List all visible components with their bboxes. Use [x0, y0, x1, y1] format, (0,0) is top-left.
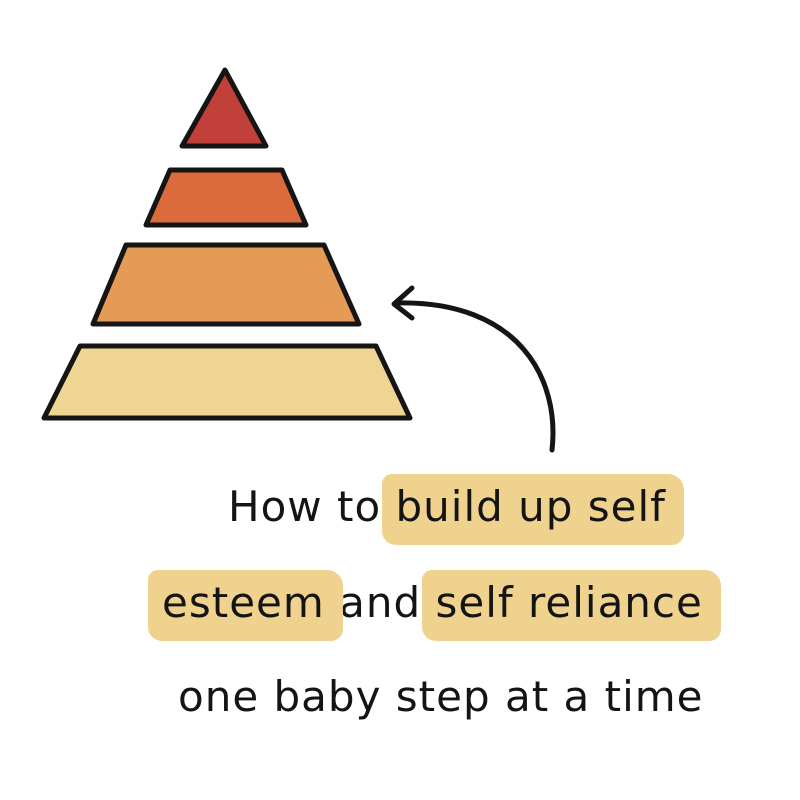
pyramid-tier-top [179, 67, 269, 149]
arrow-shaft [393, 300, 556, 453]
pyramid-tier-2 [143, 167, 309, 228]
arrow-head [391, 285, 415, 321]
pyramid-tier-3 [90, 242, 362, 327]
pyramid-tier-base [41, 343, 413, 421]
curved-arrow-icon [391, 285, 556, 453]
pyramid-icon [41, 67, 413, 421]
